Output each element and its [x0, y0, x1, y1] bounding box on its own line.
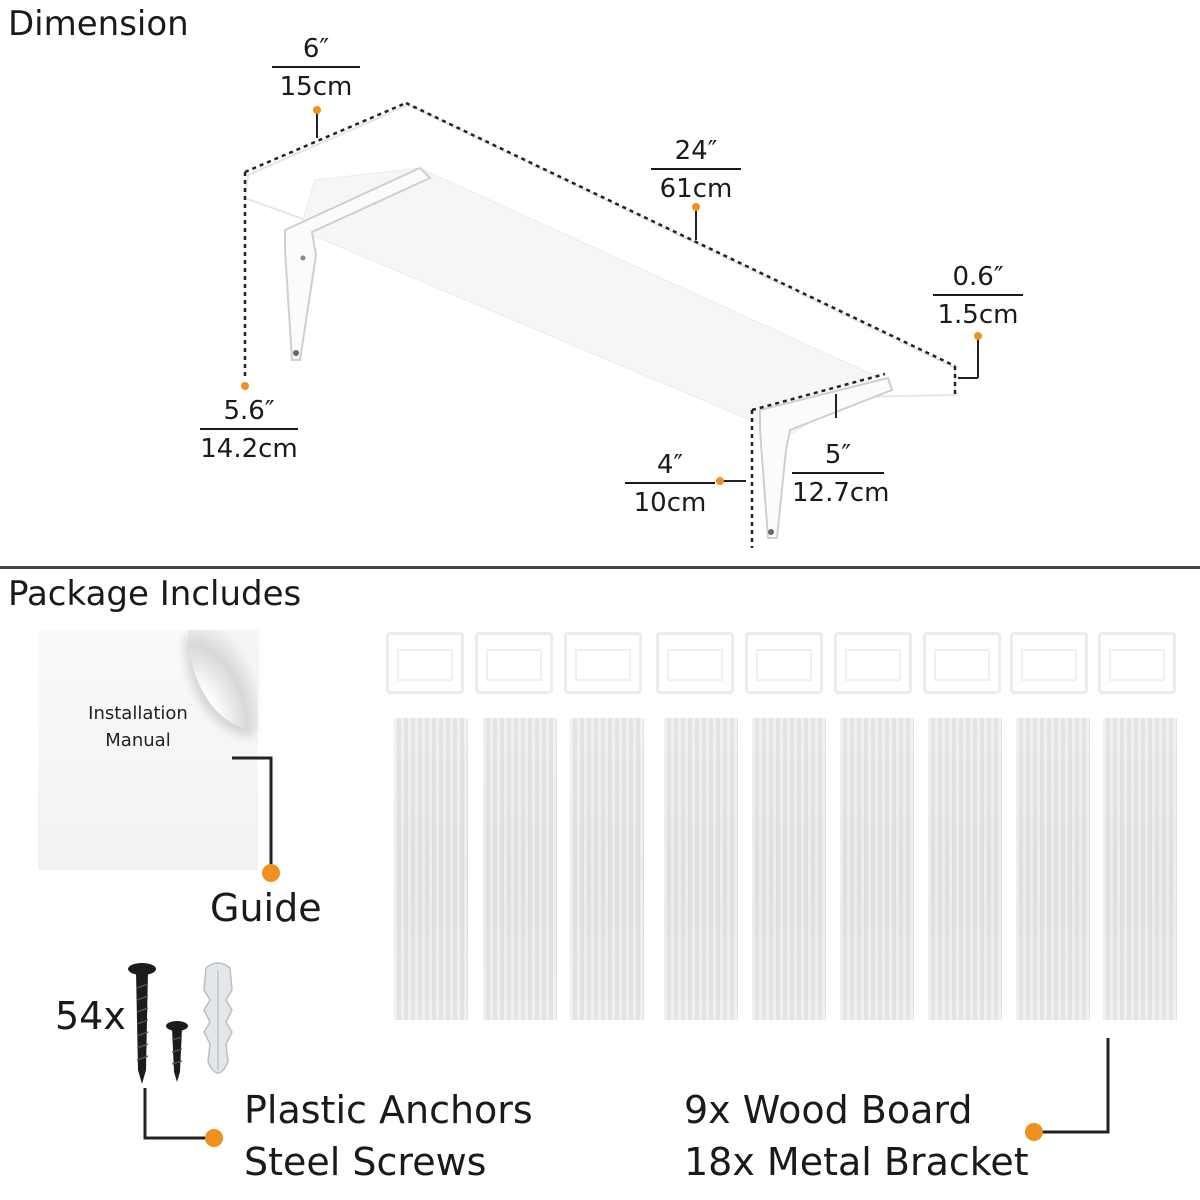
manual-title-line1: Installation — [88, 703, 188, 724]
metal-bracket-pair — [656, 632, 734, 694]
thickness-dimension: 0.6″ 1.5cm — [933, 264, 1023, 328]
package-callouts — [128, 756, 1110, 1147]
installation-manual: Installation Manual — [38, 630, 258, 870]
bracket-depth-dimension: 4″ 10cm — [625, 452, 715, 516]
metal-bracket-pair — [745, 632, 823, 694]
screw-count: 54x — [55, 994, 126, 1038]
right-bracket — [759, 376, 894, 539]
short-screw-icon — [166, 1021, 188, 1082]
height-imperial: 5.6″ — [200, 398, 298, 430]
wood-board — [928, 718, 1002, 1020]
metal-bracket-pair — [475, 632, 553, 694]
hardware-line-screws: Steel Screws — [244, 1140, 487, 1185]
metal-bracket-pair — [923, 632, 1001, 694]
package-heading: Package Includes — [8, 574, 302, 614]
height-metric: 14.2cm — [200, 434, 298, 464]
wood-board — [1016, 718, 1090, 1020]
bracket-length-metric: 12.7cm — [792, 478, 890, 508]
wood-board — [570, 718, 644, 1020]
length-dimension: 24″ 61cm — [651, 138, 741, 202]
dimension-heading: Dimension — [8, 4, 189, 44]
hardware-description: Plastic Anchors Steel Screws — [244, 1084, 533, 1189]
bracket-length-dimension: 5″ 12.7cm — [792, 442, 890, 508]
manual-title-line2: Manual — [105, 730, 171, 751]
thickness-metric: 1.5cm — [937, 300, 1019, 330]
thickness-imperial: 0.6″ — [933, 264, 1023, 296]
metal-bracket-pair — [386, 632, 464, 694]
bracket-length-imperial: 5″ — [792, 442, 884, 474]
length-imperial: 24″ — [651, 138, 741, 170]
manual-title: Installation Manual — [38, 700, 238, 754]
wood-board — [483, 718, 557, 1020]
long-screw-icon — [128, 963, 156, 1084]
shelf-diagram — [241, 101, 982, 548]
bracket-depth-metric: 10cm — [633, 488, 707, 518]
wood-board — [664, 718, 738, 1020]
length-metric: 61cm — [659, 174, 733, 204]
height-dimension: 5.6″ 14.2cm — [200, 398, 298, 462]
left-bracket — [284, 166, 432, 361]
bracket-depth-imperial: 4″ — [625, 452, 715, 484]
boards-line-brackets: 18x Metal Bracket — [684, 1140, 1029, 1185]
metal-bracket-pair — [834, 632, 912, 694]
width-metric: 15cm — [279, 72, 353, 102]
metal-bracket-pair — [1098, 632, 1176, 694]
hardware-line-anchors: Plastic Anchors — [244, 1088, 533, 1132]
wood-board — [1103, 718, 1177, 1020]
metal-bracket-pair — [564, 632, 642, 694]
metal-bracket-pair — [1010, 632, 1088, 694]
wood-board — [752, 718, 826, 1020]
section-divider — [0, 566, 1200, 569]
guide-label: Guide — [210, 886, 322, 930]
wood-board — [394, 718, 468, 1020]
boards-line-wood: 9x Wood Board — [684, 1088, 973, 1132]
width-dimension: 6″ 15cm — [272, 36, 360, 100]
wood-board — [840, 718, 914, 1020]
boards-description: 9x Wood Board 18x Metal Bracket — [684, 1084, 1029, 1189]
plastic-anchor-icon — [203, 962, 233, 1074]
width-imperial: 6″ — [272, 36, 360, 68]
